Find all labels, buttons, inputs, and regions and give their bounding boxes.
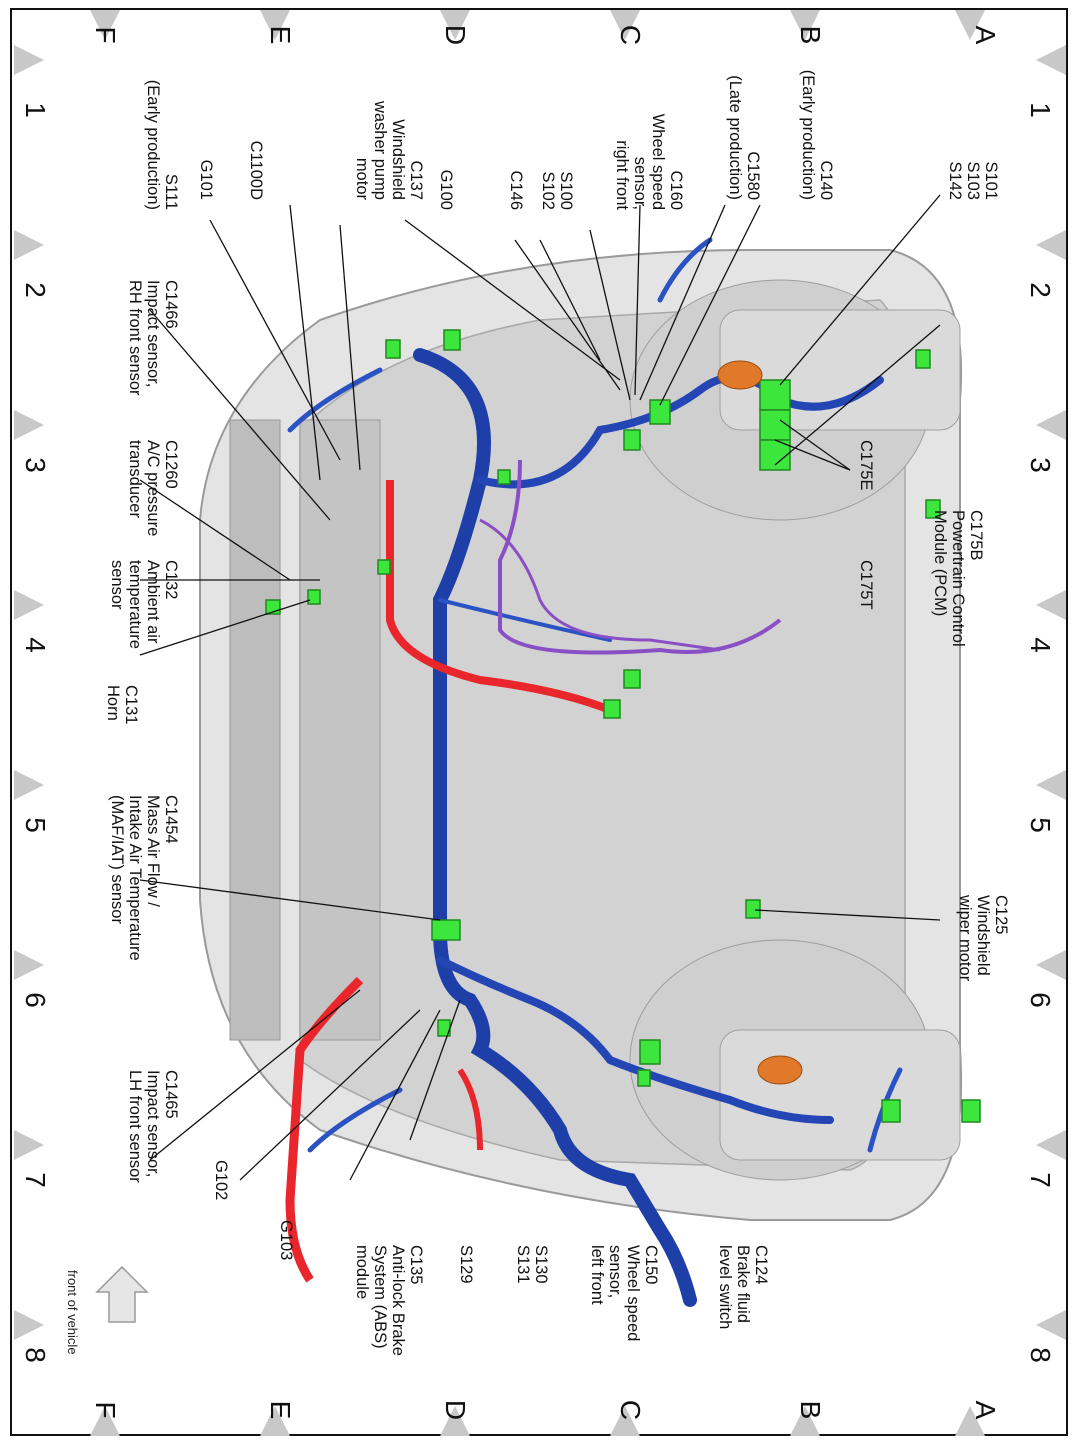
grid-col-7-bottom: 7 <box>20 1172 51 1188</box>
grid-col-8-top: 8 <box>1025 1347 1056 1363</box>
grid-col-2-bottom: 2 <box>20 282 51 298</box>
callout-c124: C124 Brake fluid level switch <box>716 1245 770 1330</box>
grid-col-2-top: 2 <box>1025 282 1056 298</box>
harness-red <box>285 480 612 1283</box>
callout-c1466: C1466 Impact sensor, RH front sensor <box>126 280 180 396</box>
callout-c175b: C175B Powertrain Control Module (PCM) <box>931 510 985 647</box>
front-of-vehicle-label: front of vehicle <box>65 1270 80 1355</box>
callout-c1260: C1260 A/C pressure transducer <box>126 440 180 537</box>
connectors <box>265 329 981 1123</box>
callout-g103: G103 <box>277 1220 295 1261</box>
edge-markers <box>14 10 1066 1436</box>
grid-row-c-left: C <box>615 24 646 46</box>
vehicle-body <box>199 249 963 1221</box>
grid-col-4-bottom: 4 <box>20 637 51 653</box>
grid-col-6-top: 6 <box>1025 992 1056 1008</box>
grid-row-b-right: B <box>795 1400 826 1420</box>
grid-row-e-right: E <box>265 1400 296 1420</box>
grid-row-a-left: A <box>970 25 1001 45</box>
grommets <box>717 360 803 1085</box>
callout-c1465: C1465 Impact sensor, LH front sensor <box>126 1070 180 1183</box>
grid-row-e-left: E <box>265 25 296 45</box>
callout-c150: C150 Wheel speed sensor, left front <box>588 1245 660 1342</box>
diagram-frame <box>10 8 1068 1436</box>
callout-g101: G101 <box>197 159 215 200</box>
grid-col-7-top: 7 <box>1025 1172 1056 1188</box>
grid-col-1-top: 1 <box>1025 102 1056 118</box>
callout-g100: G100 <box>437 169 455 210</box>
callout-s100-s102: S100 S102 <box>539 171 575 210</box>
grid-col-3-bottom: 3 <box>20 457 51 473</box>
grid-row-d-right: D <box>440 1399 471 1421</box>
callout-c175t: C175T <box>857 560 875 610</box>
grid-row-b-left: B <box>795 25 826 45</box>
callout-c146: C146 <box>507 170 525 210</box>
callout-g102: G102 <box>212 1160 230 1201</box>
grid-row-a-right: A <box>970 1400 1001 1420</box>
front-arrow-icon <box>95 1265 149 1323</box>
grid-col-6-bottom: 6 <box>20 992 51 1008</box>
grid-col-5-bottom: 5 <box>20 817 51 833</box>
leader-lines <box>139 194 941 1181</box>
grid-col-1-bottom: 1 <box>20 102 51 118</box>
callout-s101-s103-s142: S101 S103 S142 <box>946 161 1000 200</box>
callout-c1454: C1454 Mass Air Flow / Intake Air Tempera… <box>108 795 180 961</box>
grid-row-c-right: C <box>615 1399 646 1421</box>
grid-row-d-left: D <box>440 24 471 46</box>
callout-c160: C160 Wheel speed sensor, right front <box>613 113 685 210</box>
callout-c132: C132 Ambient air temperature sensor <box>108 560 180 649</box>
callout-c140: C140 (Early production) <box>799 69 835 200</box>
callout-s129: S129 <box>457 1245 475 1284</box>
harness-purple <box>479 459 782 655</box>
callout-s111: S111 (Early production) <box>144 79 180 210</box>
callout-c137: C137 Windshield washer pump motor <box>353 100 425 200</box>
callout-c125: C125 Windshield wiper motor <box>956 895 1010 982</box>
callout-c1580: C1580 (Late production) <box>726 75 762 200</box>
grid-col-3-top: 3 <box>1025 457 1056 473</box>
callout-c135: C135 Anti-lock Brake System (ABS) module <box>353 1245 425 1356</box>
grid-col-8-bottom: 8 <box>20 1347 51 1363</box>
callout-c1100d: C1100D <box>247 140 265 200</box>
grid-col-5-top: 5 <box>1025 817 1056 833</box>
grid-row-f-right: F <box>90 1401 121 1419</box>
grid-col-4-top: 4 <box>1025 637 1056 653</box>
callout-c131: C131 Horn <box>104 685 140 725</box>
callout-s130-s131: S130 S131 <box>514 1245 550 1284</box>
grid-row-f-left: F <box>90 26 121 44</box>
callout-c175e: C175E <box>857 440 875 491</box>
